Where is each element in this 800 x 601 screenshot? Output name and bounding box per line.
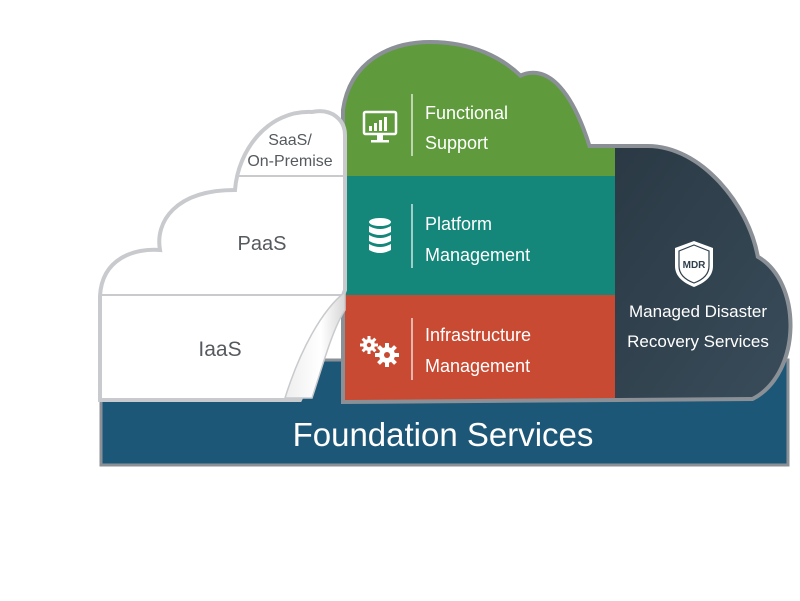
mdr-label-line2: Recovery Services bbox=[627, 332, 769, 351]
platform-layer bbox=[345, 176, 615, 295]
iaas-label: IaaS bbox=[198, 338, 241, 361]
mdr-badge-text: MDR bbox=[683, 260, 707, 271]
infrastructure-label-line1: Infrastructure bbox=[425, 325, 531, 345]
page-curl bbox=[283, 290, 346, 399]
foundation-label: Foundation Services bbox=[293, 416, 594, 453]
infrastructure-label-line2: Management bbox=[425, 356, 530, 376]
left-cloud bbox=[98, 109, 347, 402]
functional-label-line1: Functional bbox=[425, 103, 508, 123]
platform-label-line2: Management bbox=[425, 245, 530, 265]
database-icon bbox=[369, 218, 391, 253]
paas-label: PaaS bbox=[238, 233, 287, 255]
functional-label-line2: Support bbox=[425, 133, 488, 153]
platform-label-line1: Platform bbox=[425, 214, 492, 234]
gears-icon bbox=[360, 336, 399, 367]
shield-icon bbox=[675, 241, 713, 287]
monitor-chart-icon bbox=[362, 110, 398, 143]
saas-label-line2: On-Premise bbox=[247, 153, 332, 170]
infrastructure-layer bbox=[345, 295, 615, 400]
mdr-label-line1: Managed Disaster bbox=[629, 302, 767, 321]
saas-label-line1: SaaS/ bbox=[268, 132, 312, 149]
